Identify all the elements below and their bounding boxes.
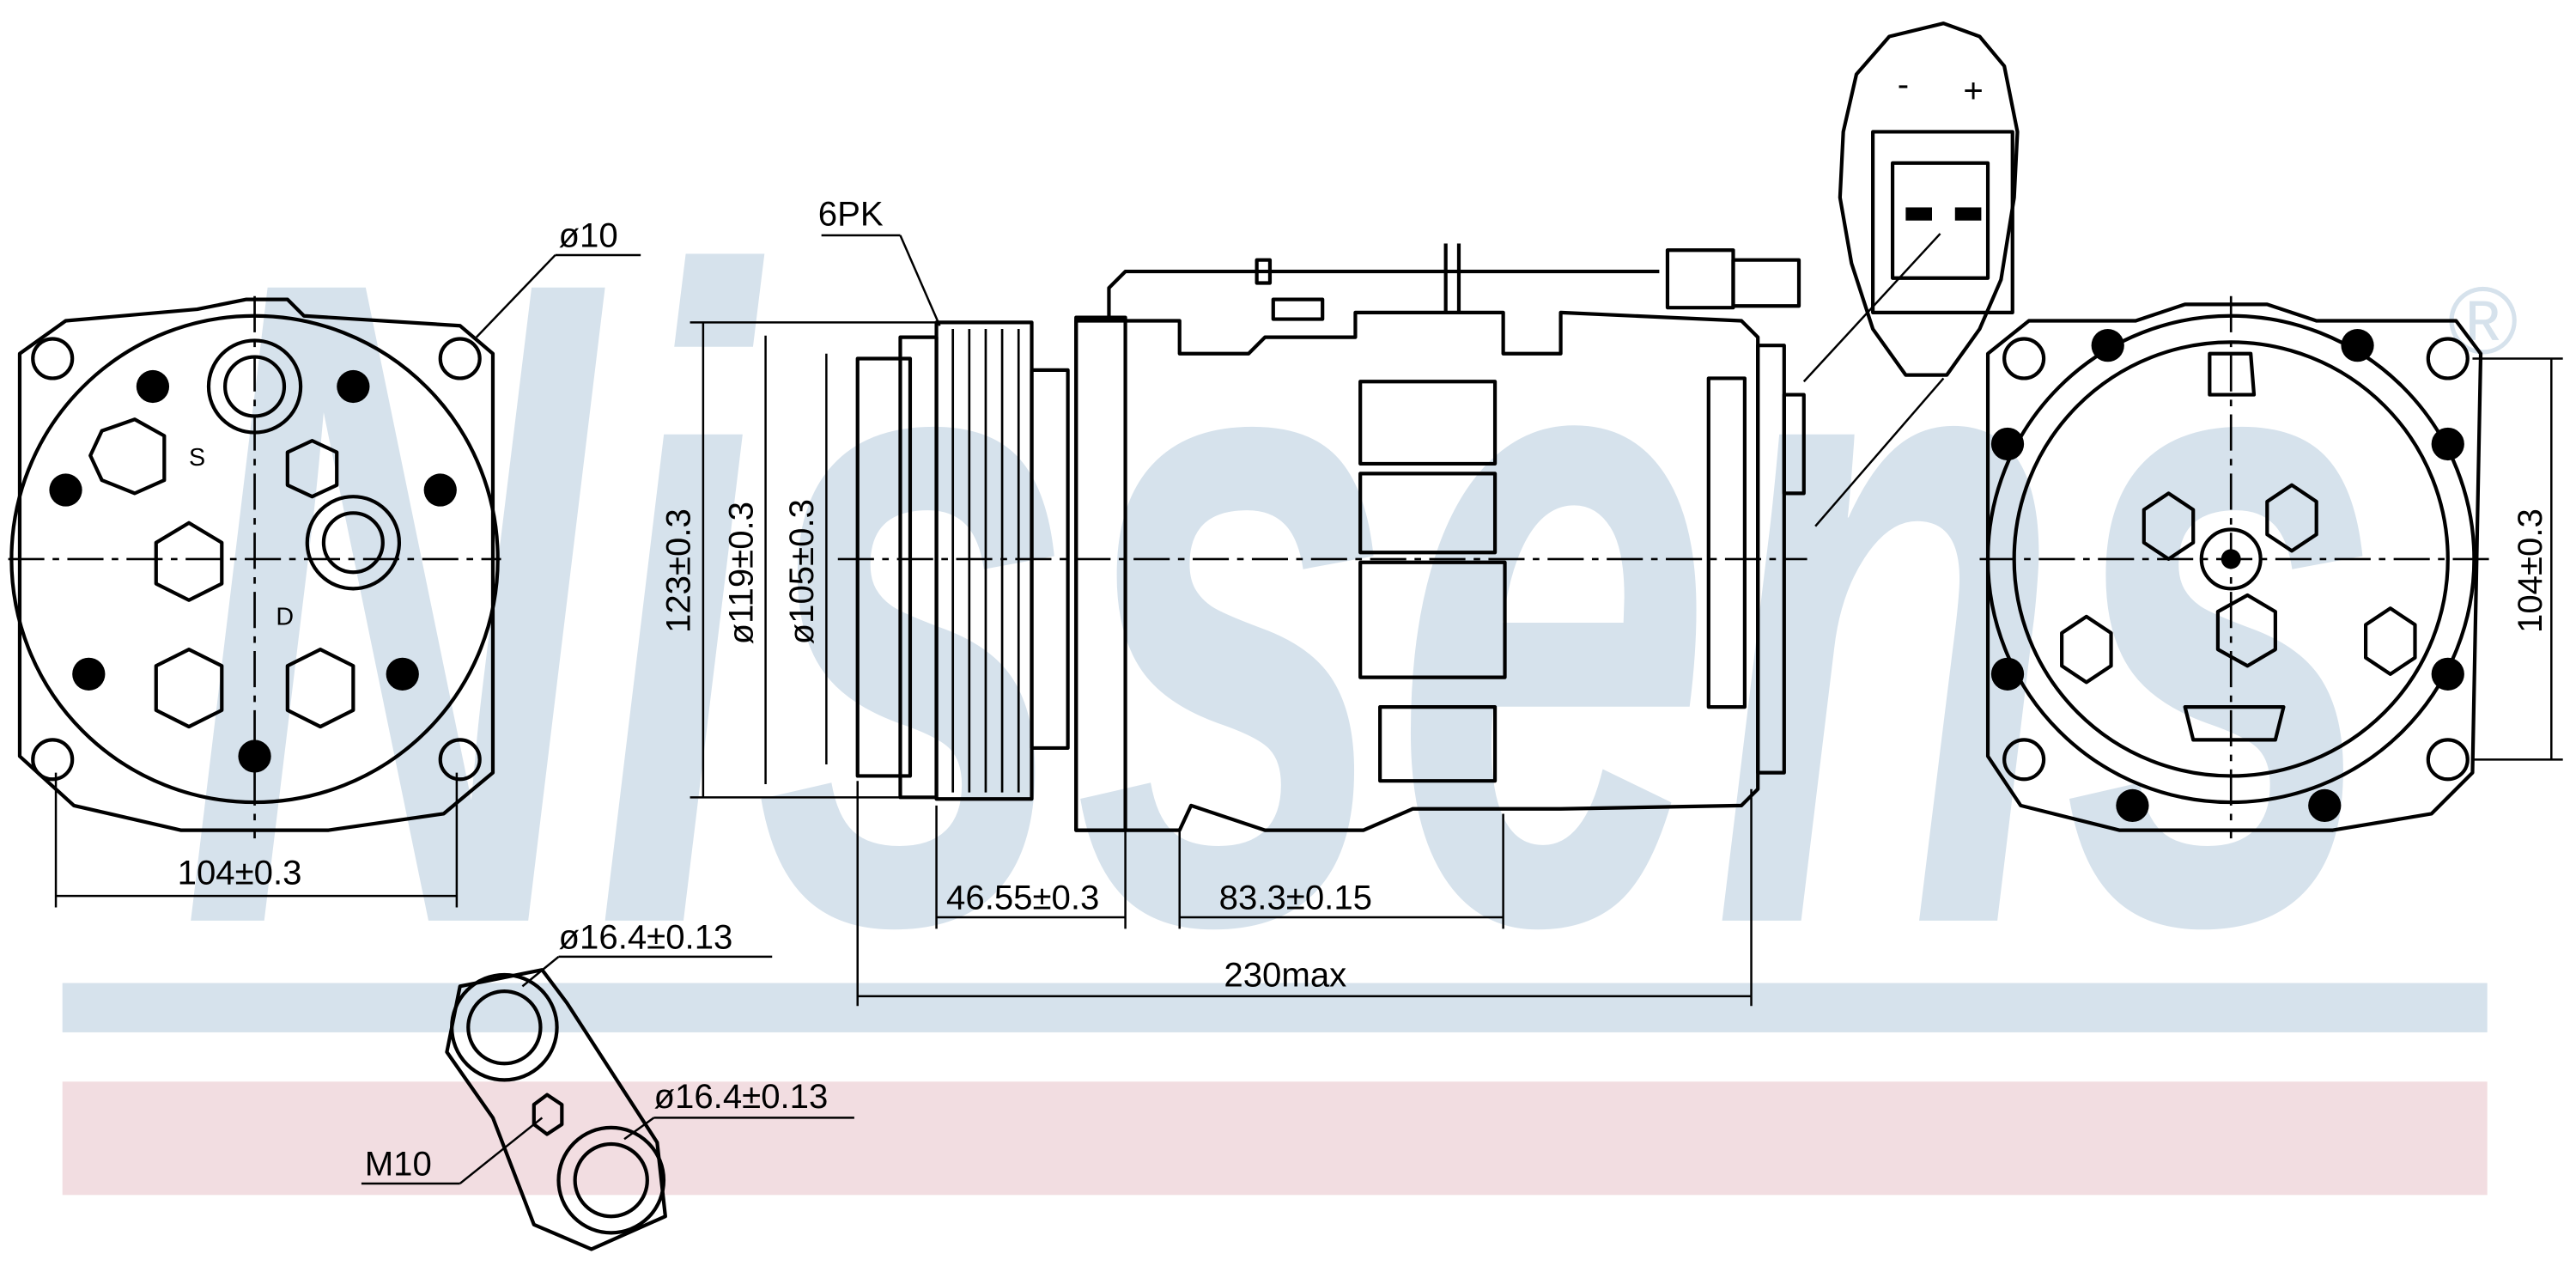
pink-band [62,1081,2488,1196]
side-view: 6PK 123±0.3 ø119±0.3 ø105±0.3 46.55±0.3 … [659,195,1807,1007]
discharge-label: D [276,603,294,630]
mount-holes [31,337,482,782]
nissens-watermark: Nissens [180,88,2382,1117]
pulley-type-label: 6PK [818,195,884,234]
front-height-dimension: 104±0.3 [2511,508,2549,633]
front-view: 104±0.3 [1979,295,2563,839]
plus-terminal-label: + [1963,71,1983,110]
rear-view: S D ø10 104±0.3 [8,216,641,908]
bolts [49,369,457,773]
dim-46: 46.55±0.3 [946,878,1099,916]
sensor-cable [1107,243,1801,321]
registered-mark: ® [2448,268,2518,374]
dim-83: 83.3±0.15 [1219,878,1372,916]
port-block-detail: ø16.4±0.13 ø16.4±0.13 M10 [361,917,854,1251]
hole-diameter-label: ø10 [559,216,618,254]
dim-119: ø119±0.3 [721,502,760,644]
thread-label: M10 [365,1144,432,1183]
suction-label: S [189,444,205,472]
port-2-diameter: ø16.4±0.13 [653,1077,828,1116]
dim-105: ø105±0.3 [782,499,821,644]
rear-width-dimension: 104±0.3 [178,854,302,892]
dim-230: 230max [1224,955,1346,994]
connector-detail: - + [1802,21,2020,527]
dim-123: 123±0.3 [659,508,698,633]
port-1-diameter: ø16.4±0.13 [559,917,733,956]
minus-terminal-label: - [1898,64,1909,103]
